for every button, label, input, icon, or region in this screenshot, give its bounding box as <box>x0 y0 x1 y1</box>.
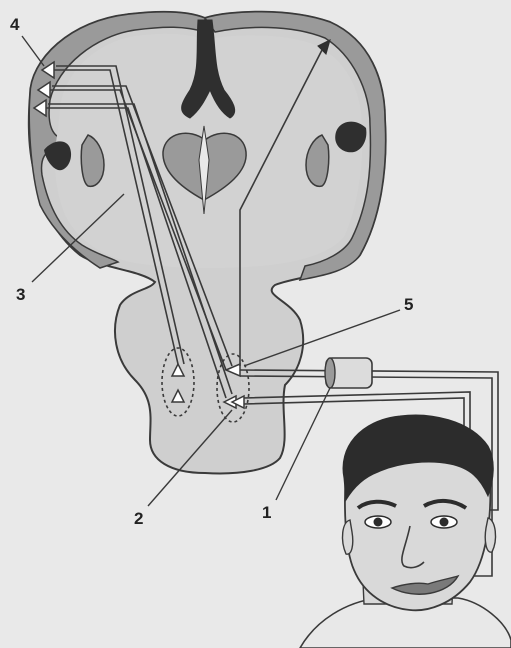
face-illustration <box>300 415 511 648</box>
label-4: 4 <box>10 16 19 33</box>
ear-right <box>485 518 495 552</box>
ganglion-cylinder <box>325 358 372 388</box>
ear-left <box>343 520 353 554</box>
label-3: 3 <box>16 286 25 303</box>
leader-4 <box>22 36 44 66</box>
label-1: 1 <box>262 504 271 521</box>
label-2: 2 <box>134 510 143 527</box>
label-5: 5 <box>404 296 413 313</box>
